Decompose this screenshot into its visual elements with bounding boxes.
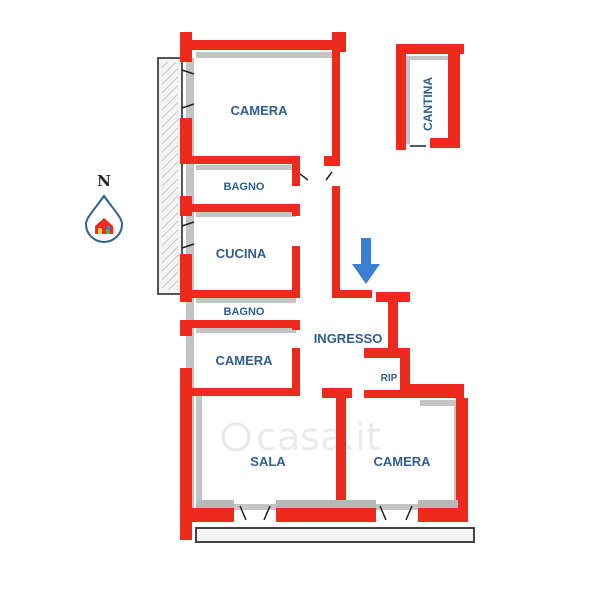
room-label-ingresso: INGRESSO bbox=[314, 331, 383, 346]
room-label-cantina: CANTINA bbox=[421, 77, 435, 131]
entry-arrow-icon bbox=[352, 238, 380, 284]
room-labels: CAMERA BAGNO CUCINA BAGNO CAMERA INGRESS… bbox=[215, 77, 435, 469]
balcony bbox=[157, 57, 183, 295]
room-label-camera-top: CAMERA bbox=[230, 103, 288, 118]
north-compass: N bbox=[84, 172, 124, 243]
room-label-bagno-top: BAGNO bbox=[224, 181, 265, 193]
watermark-text: casa.it bbox=[256, 415, 381, 459]
room-label-camera-right: CAMERA bbox=[373, 454, 431, 469]
walls bbox=[180, 32, 468, 540]
openings bbox=[181, 69, 413, 521]
compass-drop-icon bbox=[84, 194, 124, 243]
room-label-sala: SALA bbox=[250, 454, 286, 469]
north-label: N bbox=[97, 172, 111, 190]
watermark: casa.it bbox=[221, 415, 381, 459]
room-label-rip: RIP bbox=[381, 373, 398, 384]
room-label-cucina: CUCINA bbox=[216, 246, 267, 261]
room-label-camera-mid: CAMERA bbox=[215, 353, 273, 368]
terrace-strip bbox=[195, 527, 475, 543]
cantina-block bbox=[396, 44, 464, 150]
room-label-bagno-mid: BAGNO bbox=[224, 306, 265, 318]
